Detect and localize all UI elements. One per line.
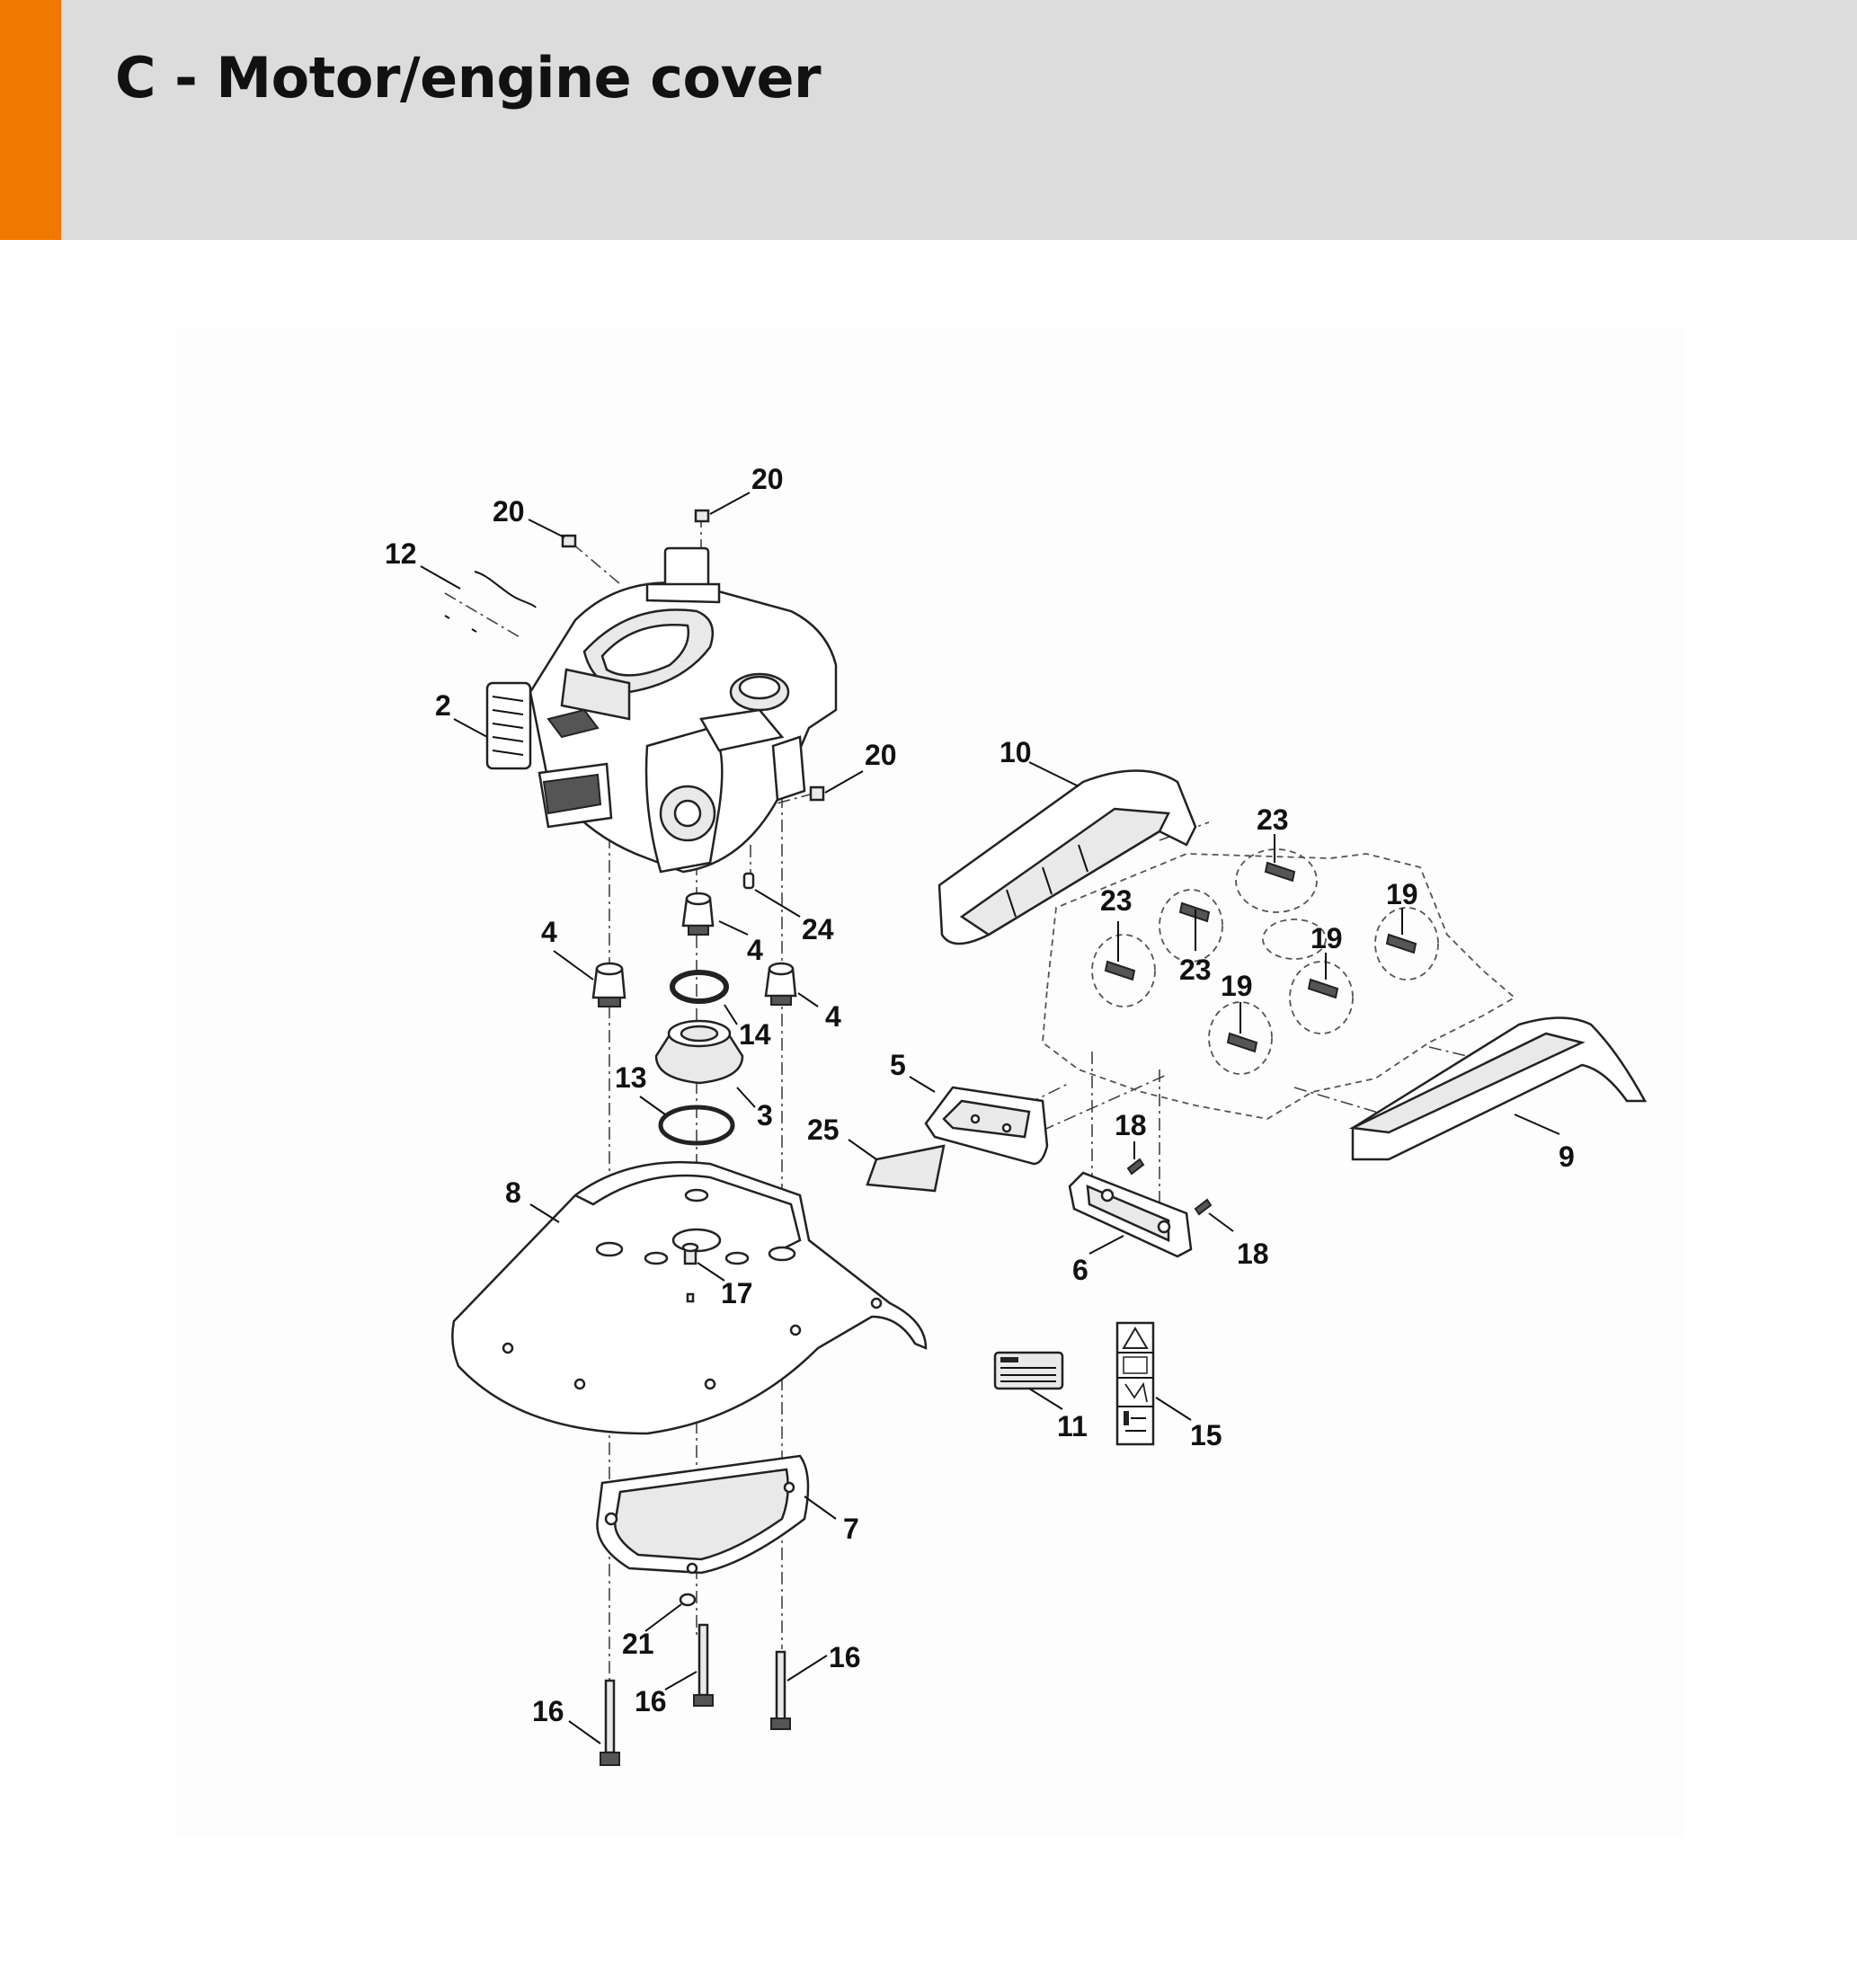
part-20-nut-b (694, 509, 710, 523)
part-4-buffer-c (764, 962, 797, 1006)
callout-14: 14 (739, 1018, 771, 1051)
callout-24: 24 (802, 913, 834, 945)
part-20-nut-a (561, 534, 577, 548)
callout-18: 18 (1237, 1238, 1269, 1270)
callout-23: 23 (1257, 803, 1289, 836)
part-19-screw-c (1226, 1032, 1258, 1053)
part-7-gasket (596, 1454, 810, 1575)
part-18-screw-a (1126, 1158, 1145, 1176)
callout-8: 8 (505, 1176, 521, 1209)
callout-20: 20 (865, 739, 897, 771)
part-23-screw-a (1264, 861, 1296, 883)
callout-11: 11 (1057, 1410, 1088, 1442)
part-18-screw-b (1194, 1198, 1213, 1216)
part-11-label (993, 1351, 1064, 1390)
callout-19: 19 (1386, 878, 1418, 910)
part-4-buffer-b (681, 892, 715, 936)
callout-4: 4 (825, 1000, 841, 1033)
part-15-warning-label (1115, 1321, 1155, 1446)
callout-19: 19 (1311, 922, 1343, 954)
callout-5: 5 (890, 1049, 906, 1081)
part-24-key (742, 872, 755, 890)
page-title: C - Motor/engine cover (115, 45, 822, 111)
header-accent-bar (0, 0, 61, 240)
part-12-cable (444, 571, 537, 633)
part-21-nut (679, 1593, 697, 1607)
part-19-screw-a (1385, 933, 1417, 954)
callout-13: 13 (615, 1061, 647, 1094)
callout-20: 20 (493, 495, 525, 528)
callout-25: 25 (807, 1114, 840, 1146)
callout-21: 21 (622, 1628, 654, 1660)
callout-23: 23 (1100, 884, 1133, 917)
callout-17: 17 (721, 1277, 753, 1309)
callout-numbers: 20 20 12 2 20 10 23 23 23 19 19 19 4 4 4… (385, 463, 1575, 1727)
callout-10: 10 (1000, 736, 1032, 768)
header-band (0, 0, 1857, 240)
callout-23: 23 (1179, 954, 1212, 986)
part-20-nut-c (809, 785, 825, 802)
callout-6: 6 (1072, 1254, 1088, 1286)
callout-4: 4 (541, 916, 557, 948)
callout-7: 7 (843, 1513, 859, 1545)
part-19-screw-b (1307, 978, 1339, 999)
part-16-bolt-c (770, 1650, 791, 1730)
callout-19: 19 (1221, 970, 1253, 1002)
callout-12: 12 (385, 537, 417, 570)
callout-15: 15 (1190, 1419, 1222, 1451)
part-17-screw (681, 1242, 699, 1303)
part-3-bearing (654, 1019, 744, 1085)
engine-grille (492, 696, 524, 756)
callout-9: 9 (1559, 1140, 1575, 1173)
callout-20: 20 (751, 463, 784, 495)
callout-16: 16 (635, 1685, 667, 1717)
part-23-screw-c (1104, 960, 1136, 981)
part-13-ring (658, 1105, 735, 1146)
part-25-pad (866, 1144, 946, 1193)
callout-16: 16 (532, 1695, 564, 1727)
part-9-bumper-rear (1348, 1016, 1648, 1161)
part-16-bolt-b (693, 1623, 714, 1707)
callout-3: 3 (757, 1099, 773, 1132)
part-4-buffer-a (591, 962, 626, 1007)
part-10-bumper-front (937, 769, 1197, 945)
part-main-hood-outline (1042, 848, 1516, 1120)
part-6-bracket (1068, 1171, 1193, 1258)
part-14-o-ring (670, 970, 729, 1004)
leader-lines (420, 492, 1560, 1744)
callout-2: 2 (435, 689, 451, 722)
callout-18: 18 (1115, 1109, 1147, 1141)
part-16-bolt-a (600, 1679, 620, 1766)
callout-4: 4 (747, 934, 763, 966)
part-2-engine (485, 546, 838, 874)
part-5-holder (924, 1086, 1049, 1166)
callout-16: 16 (829, 1641, 861, 1673)
